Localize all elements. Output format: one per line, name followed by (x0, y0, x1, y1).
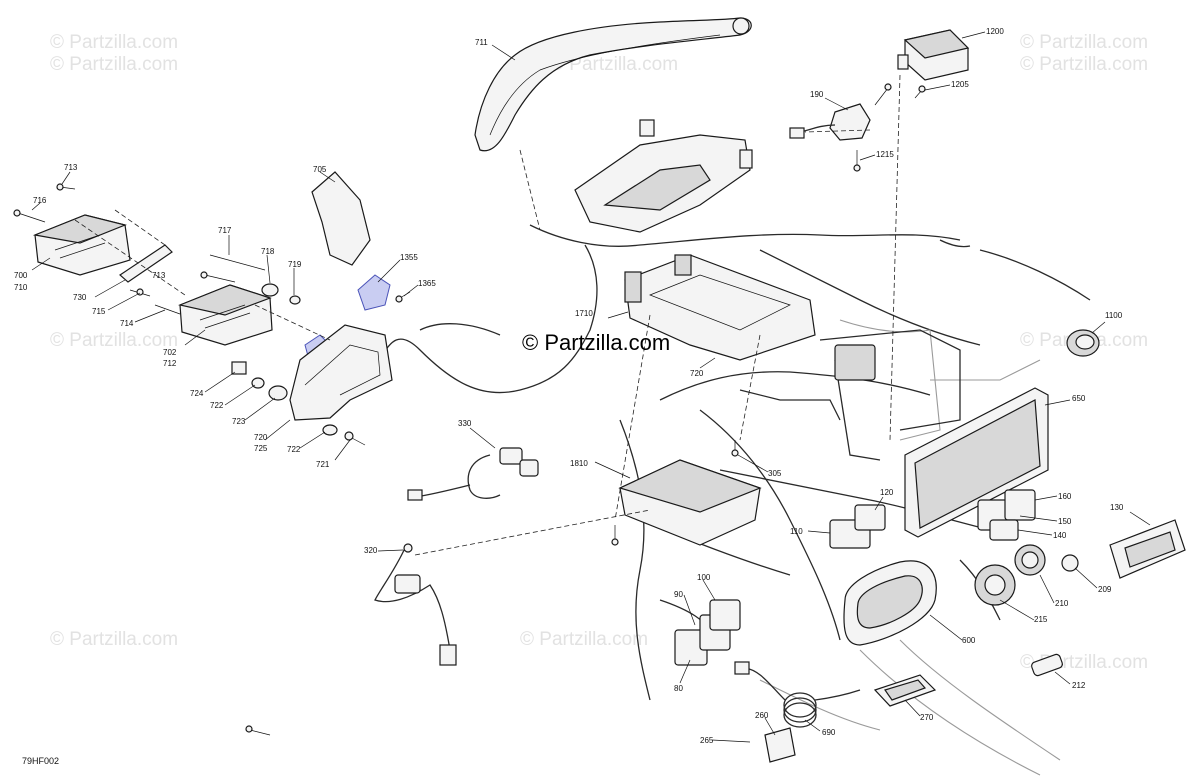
callout-label: 730 (73, 293, 87, 302)
watermark: © Partzilla.com (50, 54, 178, 75)
callout-label: 130 (1110, 503, 1124, 512)
callout-label: 190 (810, 90, 824, 99)
callout-label: 716 (33, 196, 47, 205)
callout-label: 80 (674, 684, 683, 693)
watermark: © Partzilla.com (1020, 54, 1148, 75)
part-1200-relay (897, 29, 970, 81)
watermark: © Partzilla.com (50, 32, 178, 53)
callout-label: 140 (1053, 531, 1067, 540)
part-212-connector (1031, 653, 1063, 677)
callout-label: 715 (92, 307, 106, 316)
callout-label: 110 (790, 527, 803, 536)
callout-label: 330 (458, 419, 472, 428)
callout-label: 1810 (570, 459, 588, 468)
callout-label: 722 (287, 445, 301, 454)
part-1810-ecm (618, 459, 762, 546)
part-1100-socket (1066, 329, 1100, 357)
callout-label: 1355 (400, 253, 418, 262)
switch-cluster (829, 489, 1036, 549)
callout-label: 160 (1058, 492, 1072, 501)
dashed-leaders (74, 74, 901, 556)
part-650-display (904, 387, 1049, 538)
callout-label: 721 (316, 460, 330, 469)
callout-label: 711 (475, 38, 488, 47)
center-watermark: © Partzilla.com (522, 330, 670, 355)
callout-label: 215 (1034, 615, 1048, 624)
callout-label: 713 (64, 163, 78, 172)
callout-label: 650 (1072, 394, 1086, 403)
callout-leaders (31, 31, 1151, 743)
callout-label: 702 (163, 348, 177, 357)
callout-label: 718 (261, 247, 275, 256)
part-702-module (177, 284, 273, 346)
callout-label: 210 (1055, 599, 1069, 608)
part-700-module (32, 214, 131, 276)
watermark: © Partzilla.com (50, 629, 178, 650)
part-330-connector (407, 447, 539, 501)
callout-label: 1365 (418, 279, 436, 288)
callout-label: 710 (14, 283, 28, 292)
part-1710-tray (624, 254, 816, 361)
callout-label: 720 (690, 369, 704, 378)
callout-label: 717 (218, 226, 232, 235)
watermark: © Partzilla.com (550, 54, 678, 75)
callout-label: 212 (1072, 681, 1086, 690)
callout-label: 723 (232, 417, 246, 426)
part-711-bracket (474, 17, 752, 152)
part-730-bracket (119, 244, 173, 283)
callout-label: 1710 (575, 309, 593, 318)
part-210-socket (974, 544, 1079, 606)
callout-label: 209 (1098, 585, 1112, 594)
callout-label: 722 (210, 401, 224, 410)
watermark: © Partzilla.com (520, 629, 648, 650)
callout-label: 600 (962, 636, 976, 645)
callout-label: 719 (288, 260, 302, 269)
diagram-code: 79HF002 (22, 756, 59, 766)
callout-label: 270 (920, 713, 934, 722)
part-mounting-bracket (574, 119, 753, 233)
callout-label: 120 (880, 488, 894, 497)
callout-label: 320 (364, 546, 378, 555)
fasteners (13, 83, 926, 736)
callout-label: 714 (120, 319, 134, 328)
callout-labels: 711 1200 1205 190 1215 713 716 705 717 7… (14, 27, 1124, 745)
callout-label: 690 (822, 728, 836, 737)
part-130-switch-panel (1109, 519, 1186, 579)
part-705-bracket (311, 171, 371, 266)
part-260-switch (764, 727, 796, 763)
part-320-sensor (374, 543, 457, 666)
callout-label: 1100 (1105, 311, 1123, 320)
callout-label: 1205 (951, 80, 969, 89)
watermark: © Partzilla.com (50, 330, 178, 351)
callout-label: 1215 (876, 150, 894, 159)
part-190-sensor (789, 103, 871, 141)
callout-label: 713 (152, 271, 166, 280)
part-690-coil (734, 661, 861, 728)
callout-label: 150 (1058, 517, 1072, 526)
washers (129, 283, 338, 436)
callout-label: 265 (700, 736, 714, 745)
callout-label: 720 (254, 433, 268, 442)
callout-label: 700 (14, 271, 28, 280)
callout-label: 712 (163, 359, 177, 368)
callout-label: 305 (768, 469, 782, 478)
callout-label: 705 (313, 165, 327, 174)
part-270-switch (873, 674, 937, 707)
wiring-harness (379, 224, 1091, 776)
part-600-gauge (843, 560, 937, 646)
callout-label: 724 (190, 389, 204, 398)
callout-label: 90 (674, 590, 683, 599)
callout-label: 725 (254, 444, 268, 453)
part-90-switches (674, 599, 741, 666)
callout-label: 100 (697, 573, 711, 582)
part-720-bracket (289, 324, 393, 421)
watermark: © Partzilla.com (1020, 32, 1148, 53)
callout-label: 260 (755, 711, 769, 720)
callout-label: 1200 (986, 27, 1004, 36)
